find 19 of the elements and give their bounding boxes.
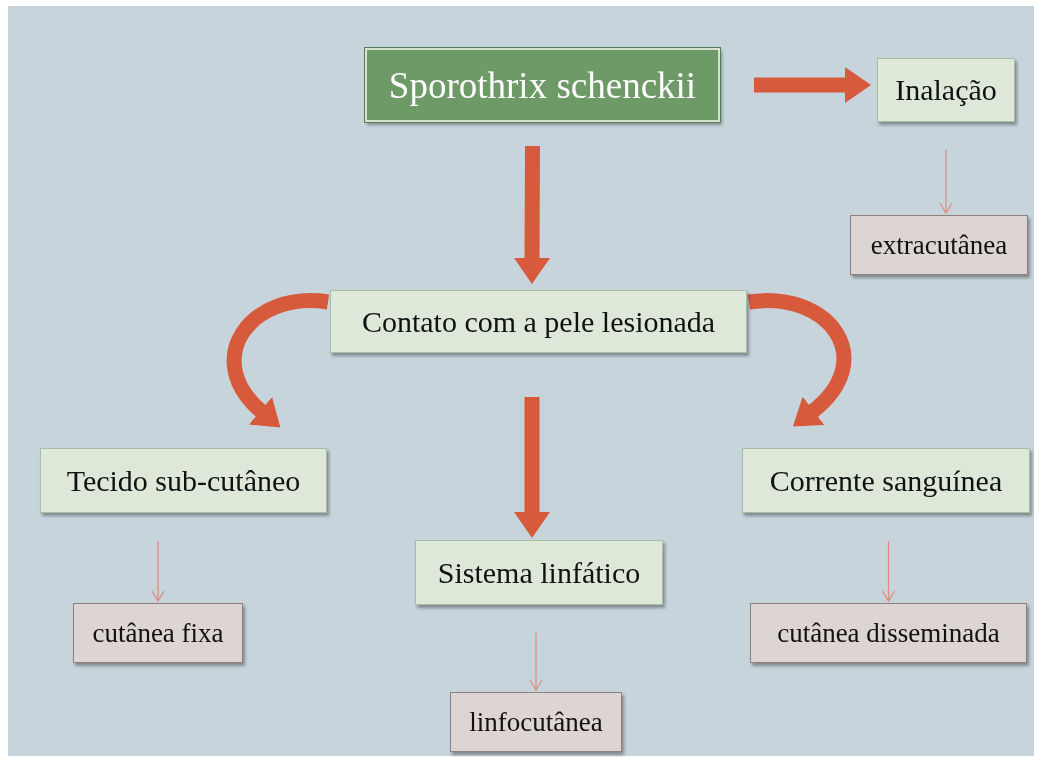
process-box: Sistema linfático	[415, 540, 663, 605]
arrow	[881, 540, 896, 602]
arrow	[514, 397, 550, 538]
outcome-box: extracutânea	[850, 215, 1028, 275]
outcome-box: cutânea fixa	[73, 603, 243, 663]
arrow	[939, 149, 953, 214]
arrow	[226, 293, 329, 430]
outcome-box: linfocutânea	[450, 692, 622, 752]
outcome-box: cutânea disseminada	[750, 603, 1027, 663]
arrow	[151, 540, 165, 602]
arrow	[514, 145, 550, 284]
arrow	[754, 67, 871, 103]
process-box: Tecido sub-cutâneo	[40, 448, 327, 513]
process-box: Inalação	[877, 58, 1015, 122]
process-box: Contato com a pele lesionada	[330, 290, 747, 353]
process-box: Corrente sanguínea	[742, 448, 1030, 513]
arrow	[529, 632, 543, 691]
title-box: Sporothrix schenckii	[365, 48, 720, 122]
arrow	[748, 293, 852, 429]
